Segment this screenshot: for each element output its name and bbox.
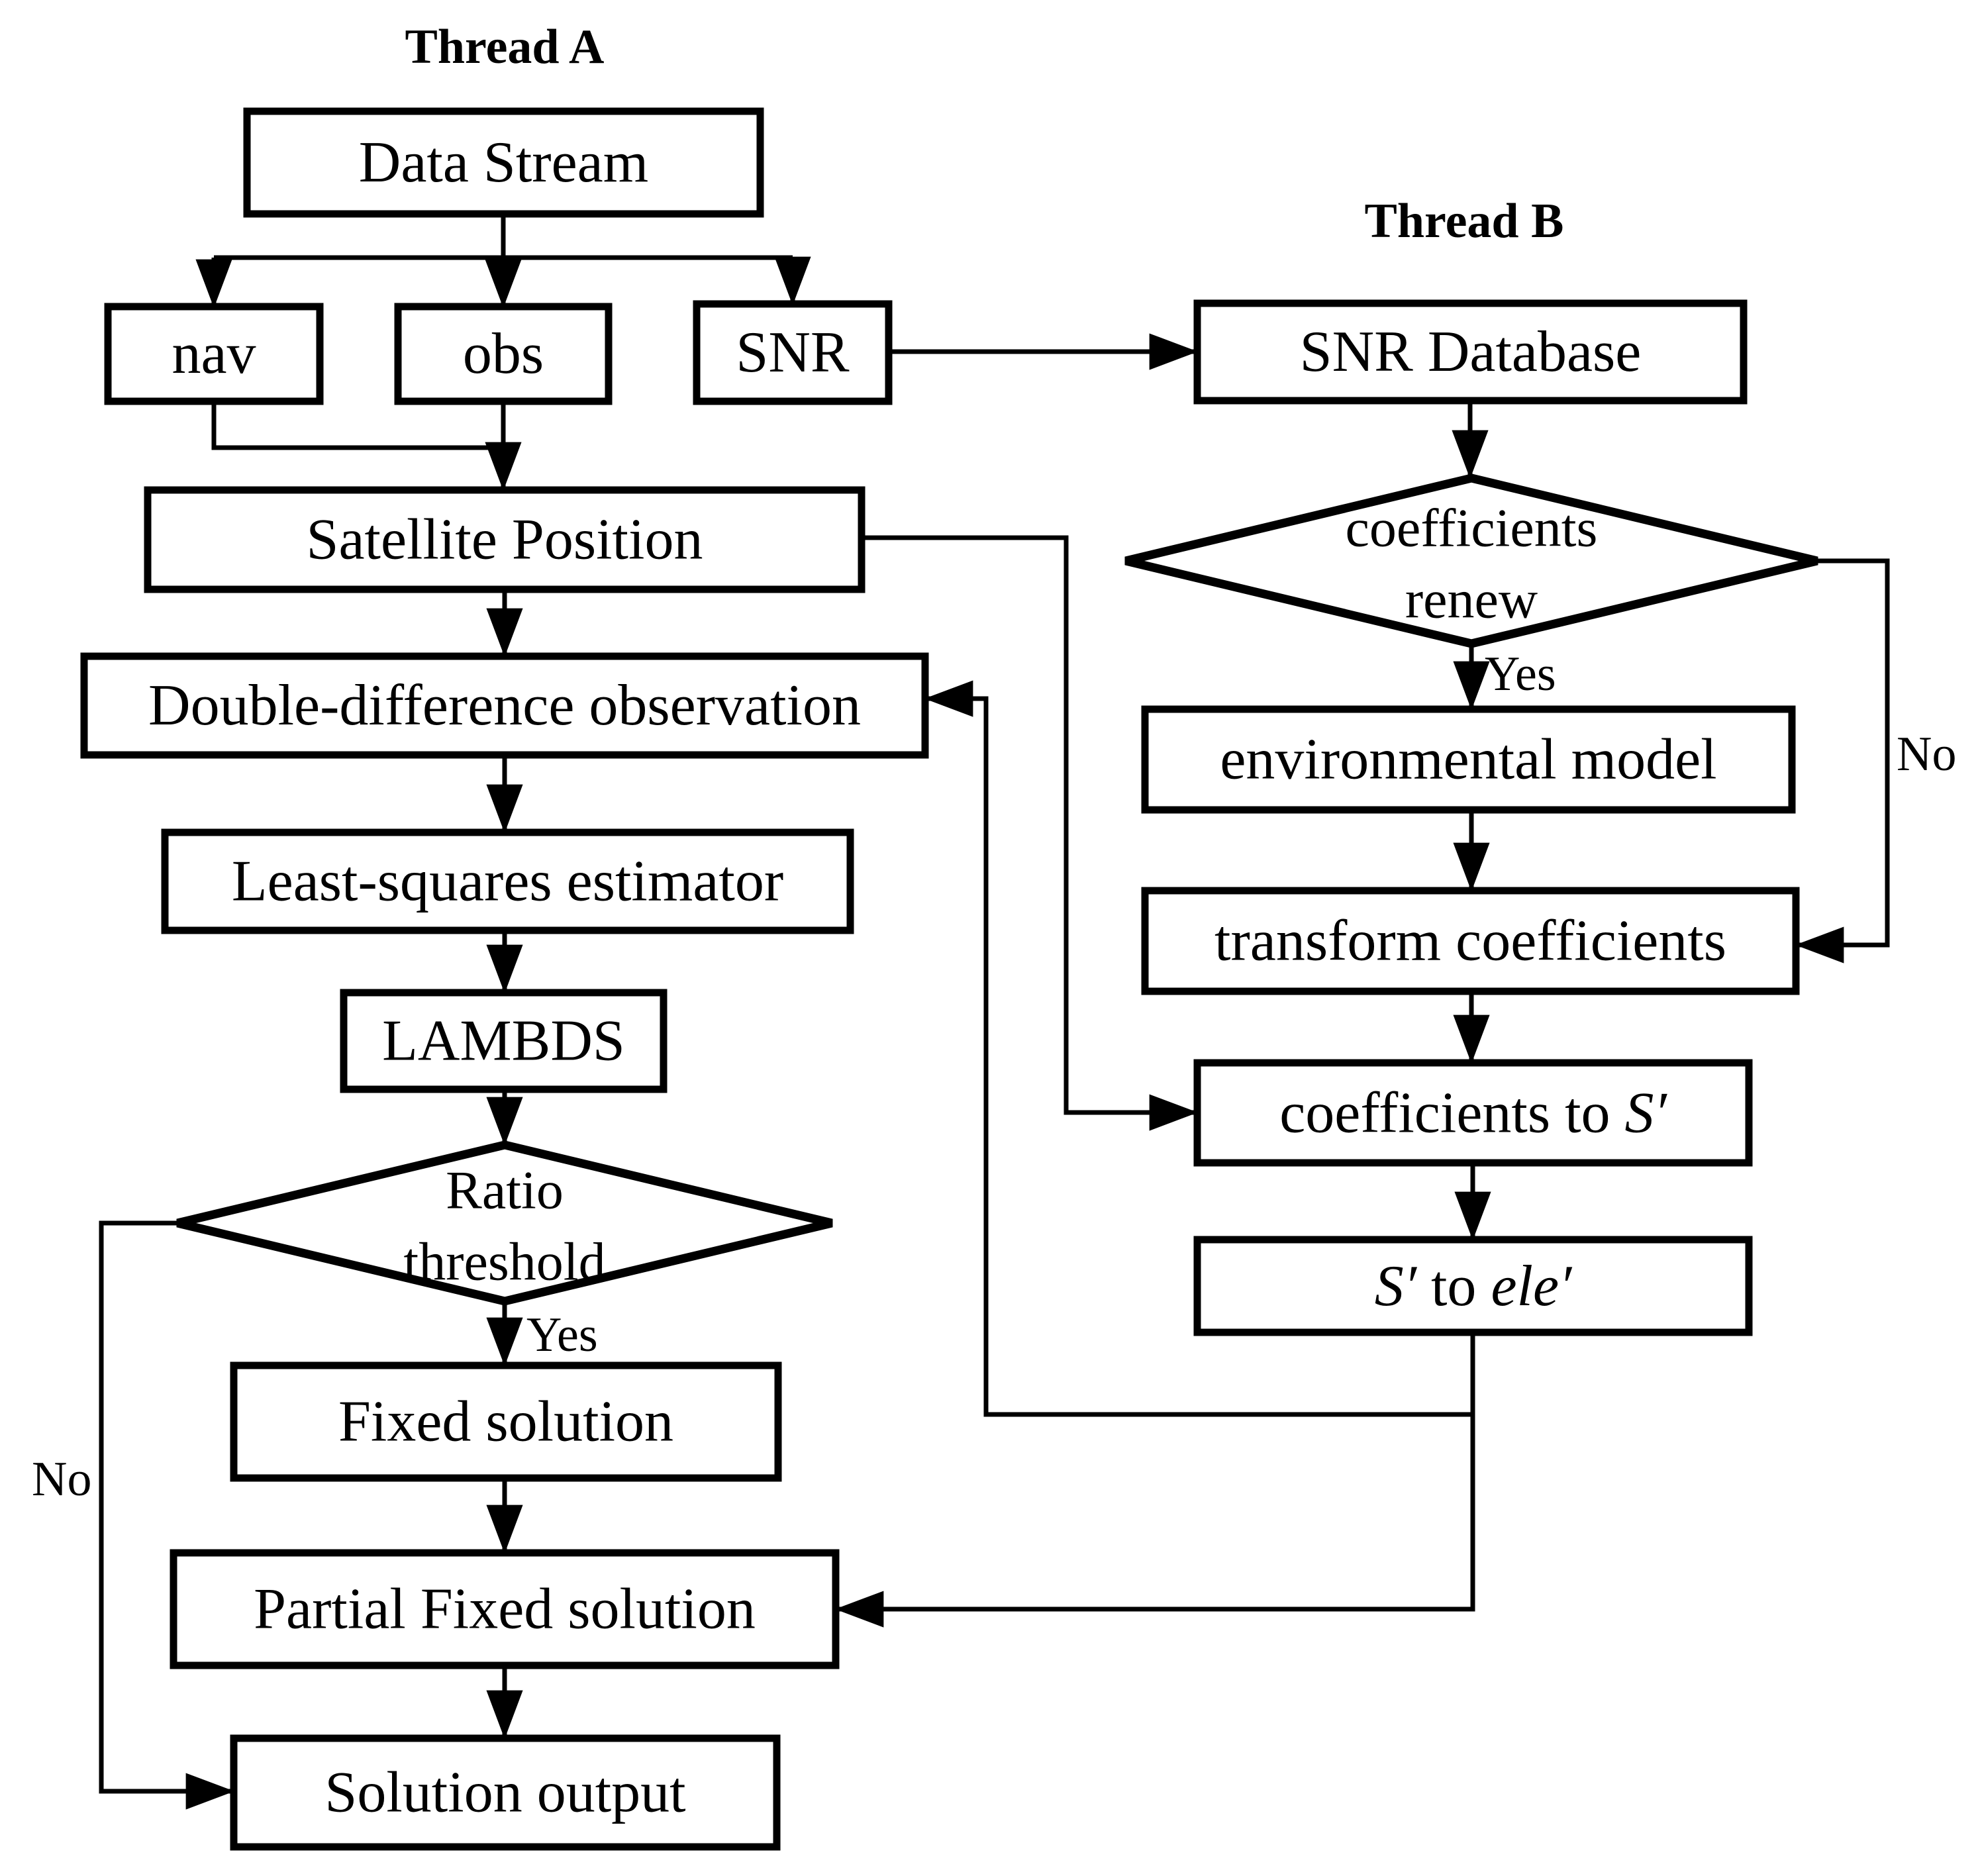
lambds-label: LAMBDS [382,1009,625,1073]
edge-nav-merge-to-obs-line [211,401,503,450]
snr-database-label: SNR Database [1300,320,1642,384]
obs-box [394,303,613,405]
double-difference-observation-label: Double-difference observation [148,673,861,738]
least-squares-estimator-box [161,828,854,934]
lambds-box [340,989,668,1093]
satellite-position-box [144,486,866,593]
environmental-model-label: environmental model [1220,728,1716,792]
data-stream-label: Data Stream [359,130,648,195]
partial-fixed-solution-label: Partial Fixed solution [254,1577,756,1642]
s-to-ele-label: S′ to ele′ [1375,1254,1573,1318]
coefficients-renew-diamond [1124,473,1818,648]
label-yes-ratio: Yes [526,1308,598,1362]
solution-output-label: Solution output [324,1761,685,1825]
coefficients-to-s-box [1193,1059,1753,1167]
satellite-position-label: Satellite Position [307,508,703,572]
solution-output-box [230,1734,781,1851]
label-yes-renew: Yes [1485,647,1556,701]
nav-box [104,303,324,405]
snr-label: SNR [736,321,849,385]
partial-fixed-solution-box [170,1549,840,1669]
edge-sele-feedback-to-dd [924,680,1473,1417]
data-stream-box [243,107,764,218]
transform-coefficients-box [1141,887,1800,995]
edge-sele-to-partial [834,1332,1475,1628]
label-no-ratio: No [32,1452,91,1506]
least-squares-estimator-label: Least-squares estimator [232,850,783,914]
coefficients-to-s-label: coefficients to S′ [1279,1081,1667,1145]
s-to-ele-box [1193,1236,1753,1336]
label-no-renew: No [1897,727,1956,781]
nodes-layer: Thread A Data Stream nav obs SNR Satellite Po… [80,20,1818,1851]
fixed-solution-box [230,1361,782,1482]
environmental-model-box [1141,705,1796,814]
snr-database-box [1193,299,1748,405]
transform-coefficients-label: transform coefficients [1214,909,1726,973]
obs-label: obs [463,322,544,386]
thread-b-title: Thread B [1365,194,1564,248]
nav-label: nav [172,322,256,386]
ratio-threshold-diamond [176,1140,833,1306]
fixed-solution-label: Fixed solution [338,1390,673,1454]
edge-renew-no-to-transform [1795,558,1890,963]
thread-a-title: Thread A [405,20,605,74]
double-difference-observation-box [80,652,929,759]
edge-satellite-to-coeff [862,535,1199,1131]
snr-box [693,300,893,405]
edge-ratio-no-to-output [99,1220,235,1810]
